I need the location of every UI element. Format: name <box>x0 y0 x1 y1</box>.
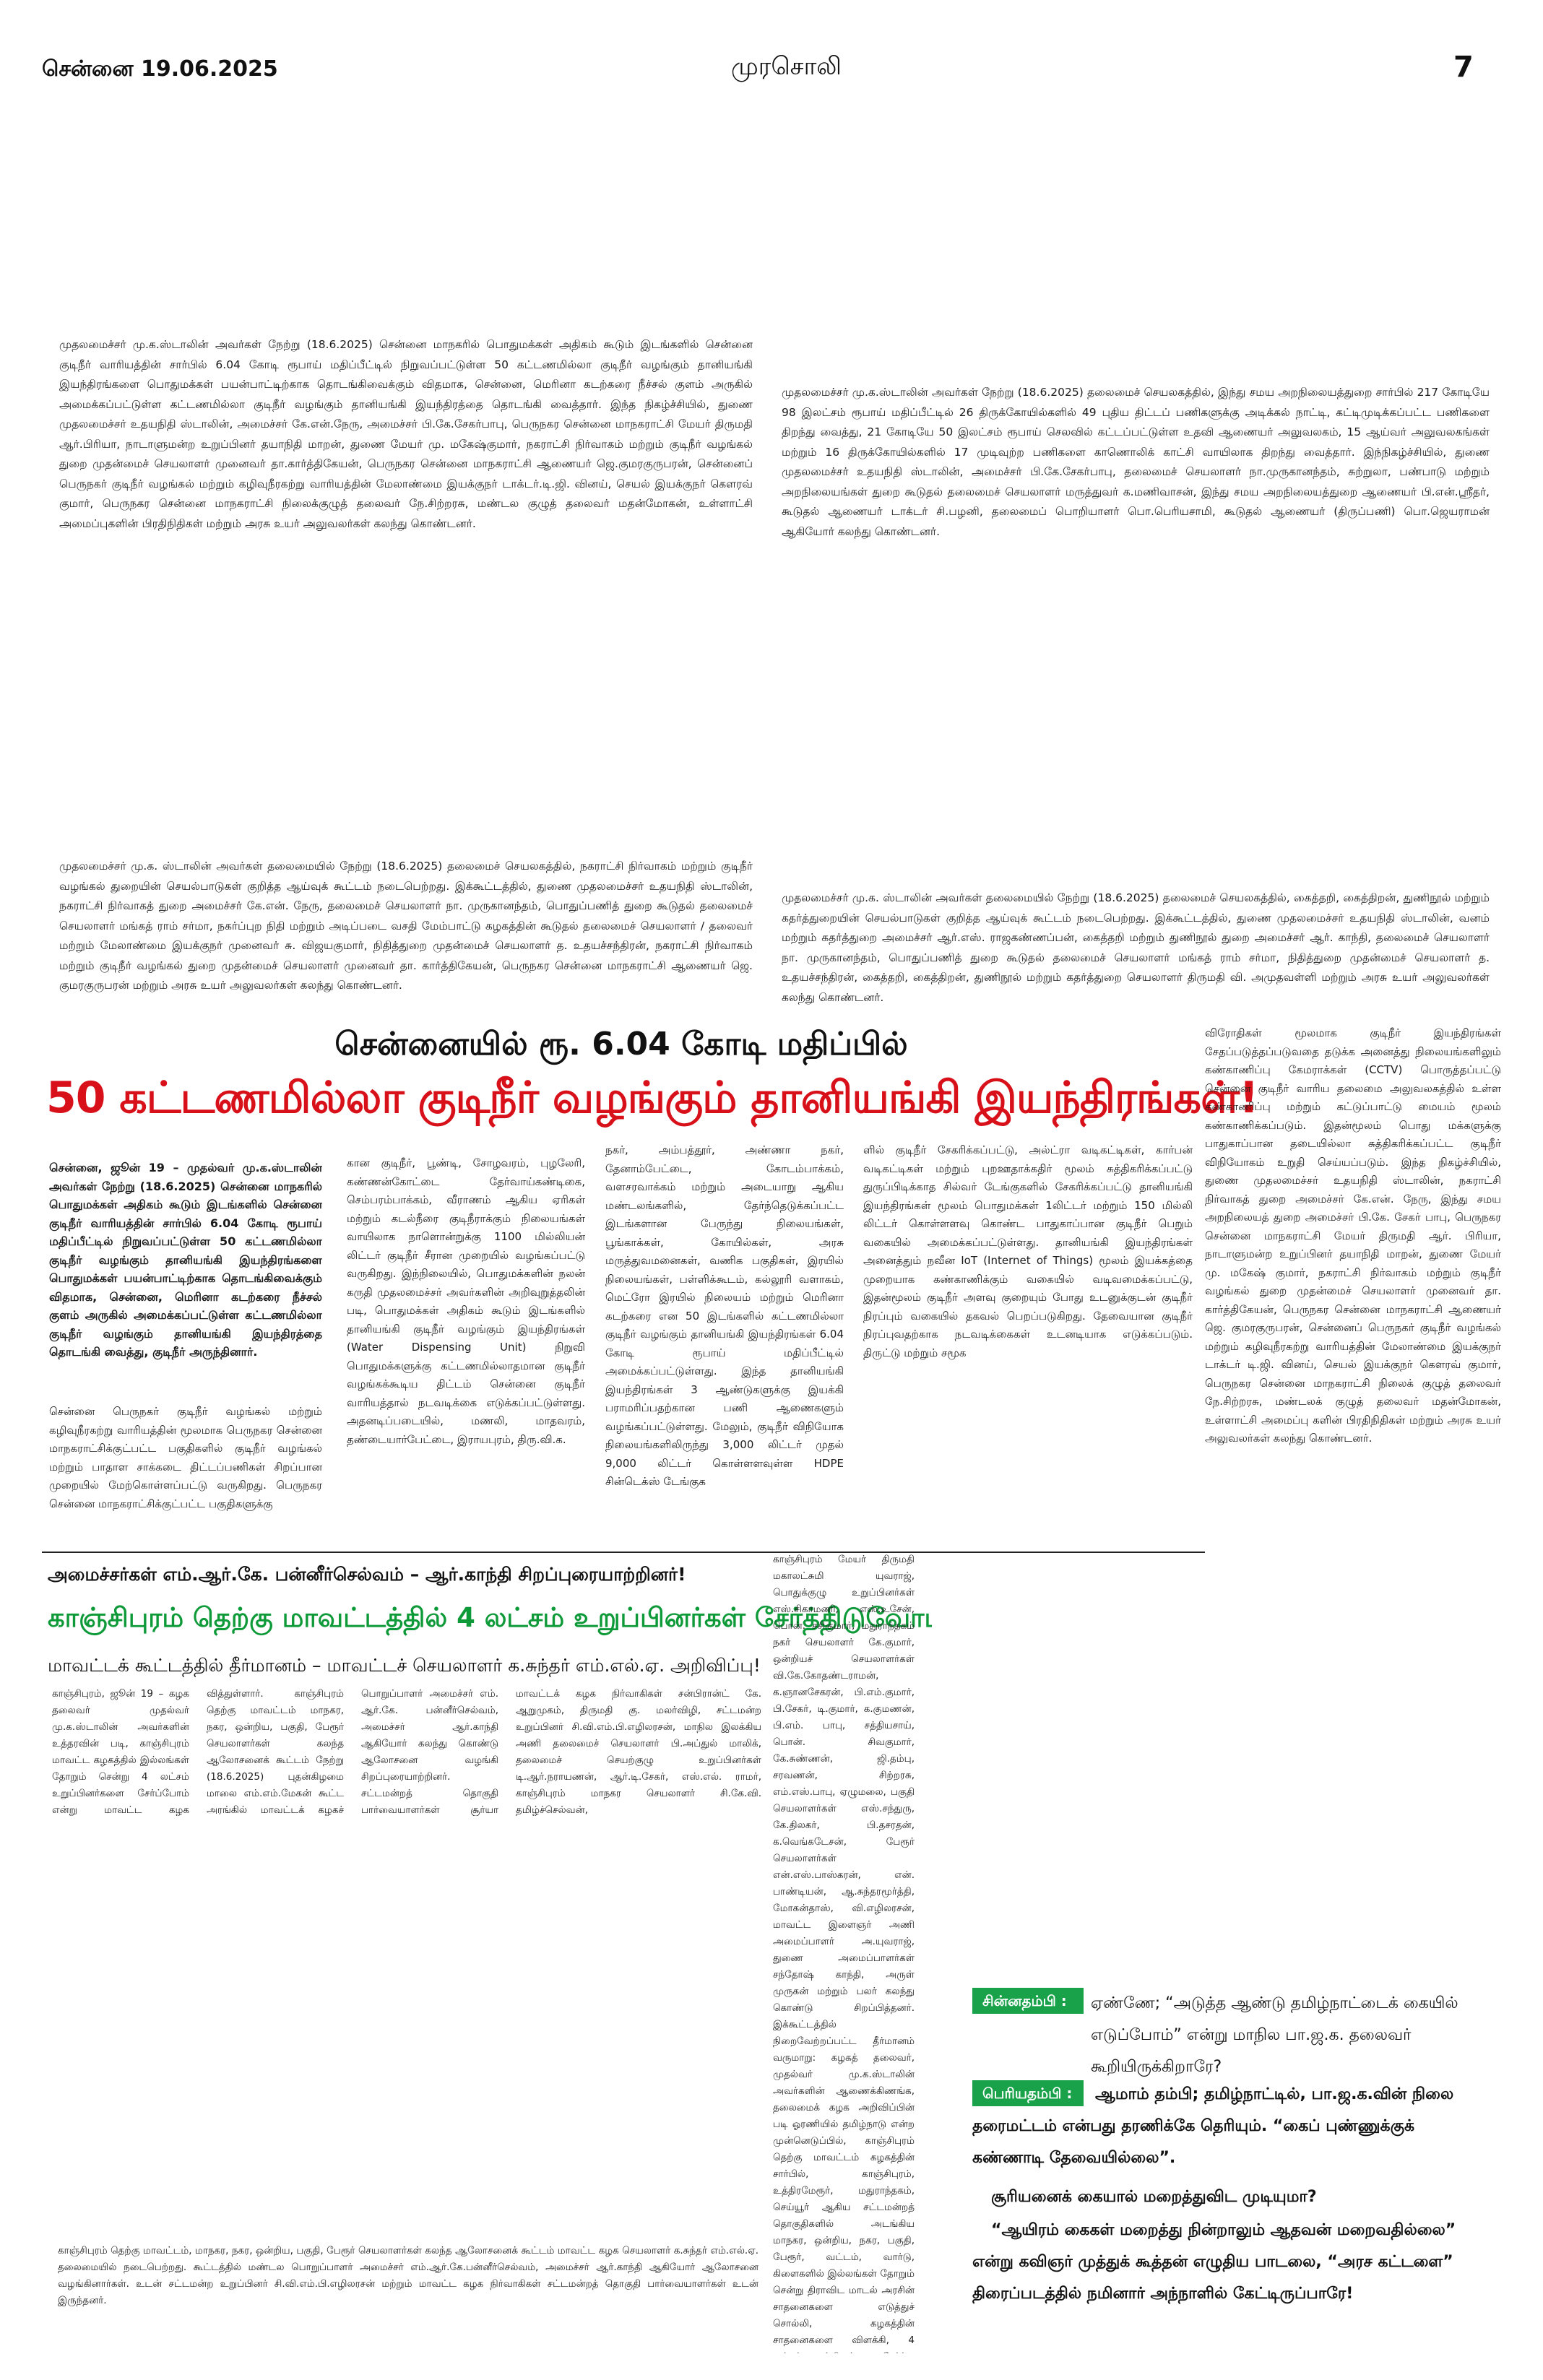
photo-top-right <box>784 94 1500 383</box>
story1-kicker: சென்னையில் ரூ. 6.04 கோடி மதிப்பில் <box>334 1026 908 1063</box>
dialogue-line4: “ஆயிரம் கைகள் மறைத்து நின்றாலும் ஆதவன் ம… <box>972 2221 1456 2303</box>
caption-top-right: முதலமைச்சர் மு.க.ஸ்டாலின் அவர்கள் நேற்று… <box>782 386 1490 538</box>
story1-headline: 50 கட்டணமில்லா குடிநீர் வழங்கும் தானியங்… <box>46 1073 1258 1123</box>
story2-headline: காஞ்சிபுரம் தெற்கு மாவட்டத்தில் 4 லட்சம்… <box>48 1602 959 1633</box>
photo-top-left <box>42 94 758 332</box>
story1-col5: விரோதிகள் மூலமாக குடிநீர் இயந்திரங்கள் ச… <box>1205 1026 1501 1445</box>
story2-col2: வித்துள்ளார். காஞ்சிபுரம் தெற்கு மாவட்டம… <box>207 1688 344 1816</box>
photo-story2 <box>48 1820 763 2239</box>
dialogue-line2: ஆமாம் தம்பி; தமிழ்நாட்டில், பா.ஜ.க.வின் … <box>972 2085 1454 2167</box>
section-divider <box>42 1552 1205 1553</box>
dateline: சென்னை 19.06.2025 <box>42 56 278 82</box>
story1-col3: நகர், அம்பத்தூர், அண்ணா நகர், தேனாம்பேட்… <box>605 1143 844 1488</box>
photo-right-bottom <box>932 1560 1501 1986</box>
photo-mid-left <box>42 563 758 852</box>
dialogue-speaker2: பெரியதம்பி : <box>972 2080 1084 2106</box>
dialogue-line3: சூரியனைக் கையால் மறைத்துவிட முடியுமா? <box>991 2188 1317 2206</box>
story2-caption: காஞ்சிபுரம் தெற்கு மாவட்டம், மாநகர, நகர,… <box>58 2245 758 2306</box>
story2-col1: காஞ்சிபுரம், ஜூன் 19 – கழக தலைவர் முதல்வ… <box>52 1688 189 1816</box>
story2-col3: பொறுப்பாளர் அமைச்சர் எம். ஆர்.கே. பன்னீர… <box>361 1688 498 1816</box>
story2-col5: காஞ்சிபுரம் மேயர் திருமதி மகாலட்சுமி யுவ… <box>773 1554 915 2353</box>
story2-col4: மாவட்டக் கழக நிர்வாகிகள் சன்பிரான்ட் கே.… <box>516 1688 761 1816</box>
story2-kicker: அமைச்சர்கள் எம்.ஆர்.கே. பன்னீர்செல்வம் –… <box>48 1564 686 1585</box>
page-number: 7 <box>1453 51 1474 84</box>
photo-mid-right <box>784 592 1500 881</box>
paper-name: முரசொலி <box>731 52 842 81</box>
story2-subhead: மாவட்டக் கூட்டத்தில் தீர்மானம் – மாவட்டச… <box>48 1655 761 1676</box>
dialogue-speaker1: சின்னதம்பி : <box>972 1988 1084 2014</box>
story1-col4: ளில் குடிநீர் சேகரிக்கப்பட்டு, அல்ட்ரா வ… <box>863 1143 1193 1359</box>
caption-top-left: முதலமைச்சர் மு.க.ஸ்டாலின் அவர்கள் நேற்று… <box>59 338 753 530</box>
story1-col1b: சென்னை பெருநகர் குடிநீர் வழங்கல் மற்றும்… <box>49 1405 322 1510</box>
caption-mid-right: முதலமைச்சர் மு.க. ஸ்டாலின் அவர்கள் தலைமை… <box>782 891 1490 1004</box>
caption-mid-left: முதலமைச்சர் மு.க. ஸ்டாலின் அவர்கள் தலைமை… <box>59 860 753 992</box>
story1-col2: கான குடிநீர், பூண்டி, சோழவரம், புழலேரி, … <box>347 1156 585 1446</box>
dialogue-line1: ஏண்ணே; “அடுத்த ஆண்டு தமிழ்நாட்டைக் கையில… <box>1091 1994 1458 2076</box>
story1-col1: சென்னை, ஜூன் 19 – முதல்வர் மு.க.ஸ்டாலின்… <box>49 1161 322 1359</box>
